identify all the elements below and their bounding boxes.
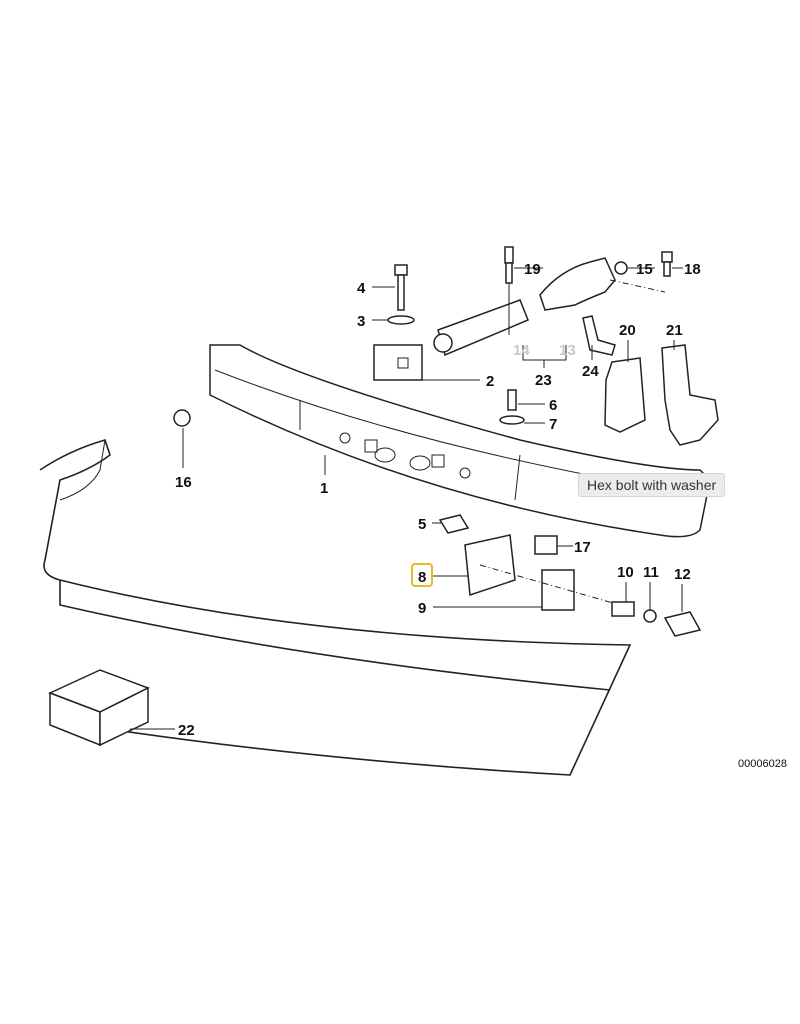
guide-21 (661, 344, 719, 446)
spring-10 (611, 601, 635, 617)
part-tooltip: Hex bolt with washer (578, 473, 726, 497)
washer-7 (499, 415, 525, 425)
bumper-cover (39, 439, 632, 776)
impact-absorber (433, 246, 673, 368)
callout-11[interactable]: 11 (643, 564, 659, 581)
washer-11 (643, 609, 657, 623)
callout-3[interactable]: 3 (357, 313, 365, 330)
plate-8 (464, 534, 516, 597)
callout-9[interactable]: 9 (418, 600, 426, 617)
callout-8[interactable]: 8 (418, 569, 426, 586)
callout-18[interactable]: 18 (684, 261, 701, 278)
bracket-2 (373, 264, 423, 381)
callout-15[interactable]: 15 (636, 261, 653, 278)
callout-22[interactable]: 22 (178, 722, 195, 739)
diagram-id: 00006028 (738, 758, 787, 770)
callout-20[interactable]: 20 (619, 322, 636, 339)
callout-4[interactable]: 4 (357, 280, 366, 297)
highlighted-callout-frame (411, 563, 433, 587)
callout-2[interactable]: 2 (486, 373, 494, 390)
callout-24[interactable]: 24 (582, 363, 599, 380)
callout-17[interactable]: 17 (574, 539, 591, 556)
callout-13[interactable]: 13 (559, 342, 576, 359)
callout-23[interactable]: 23 (535, 372, 552, 389)
callout-12[interactable]: 12 (674, 566, 691, 583)
callout-14[interactable]: 14 (513, 342, 530, 359)
callout-7[interactable]: 7 (549, 416, 557, 433)
callout-21[interactable]: 21 (666, 322, 683, 339)
callout-5[interactable]: 5 (418, 516, 426, 533)
callout-10[interactable]: 10 (617, 564, 634, 581)
guide-20 (604, 357, 646, 433)
callout-1[interactable]: 1 (320, 480, 328, 497)
callout-6[interactable]: 6 (549, 397, 557, 414)
callout-19[interactable]: 19 (524, 261, 541, 278)
pin-12 (663, 611, 702, 637)
clip-5 (438, 514, 470, 534)
leader-lines (130, 267, 683, 730)
callout-16[interactable]: 16 (175, 474, 192, 491)
callout-labels: 1 2 3 4 5 6 7 8 9 10 11 12 13 14 15 16 1… (175, 261, 787, 770)
bracket-24 (582, 315, 616, 356)
foam-block-22 (48, 669, 150, 747)
nut-16 (173, 409, 191, 427)
bolt-17 (534, 535, 558, 555)
clip-6 (507, 389, 517, 411)
